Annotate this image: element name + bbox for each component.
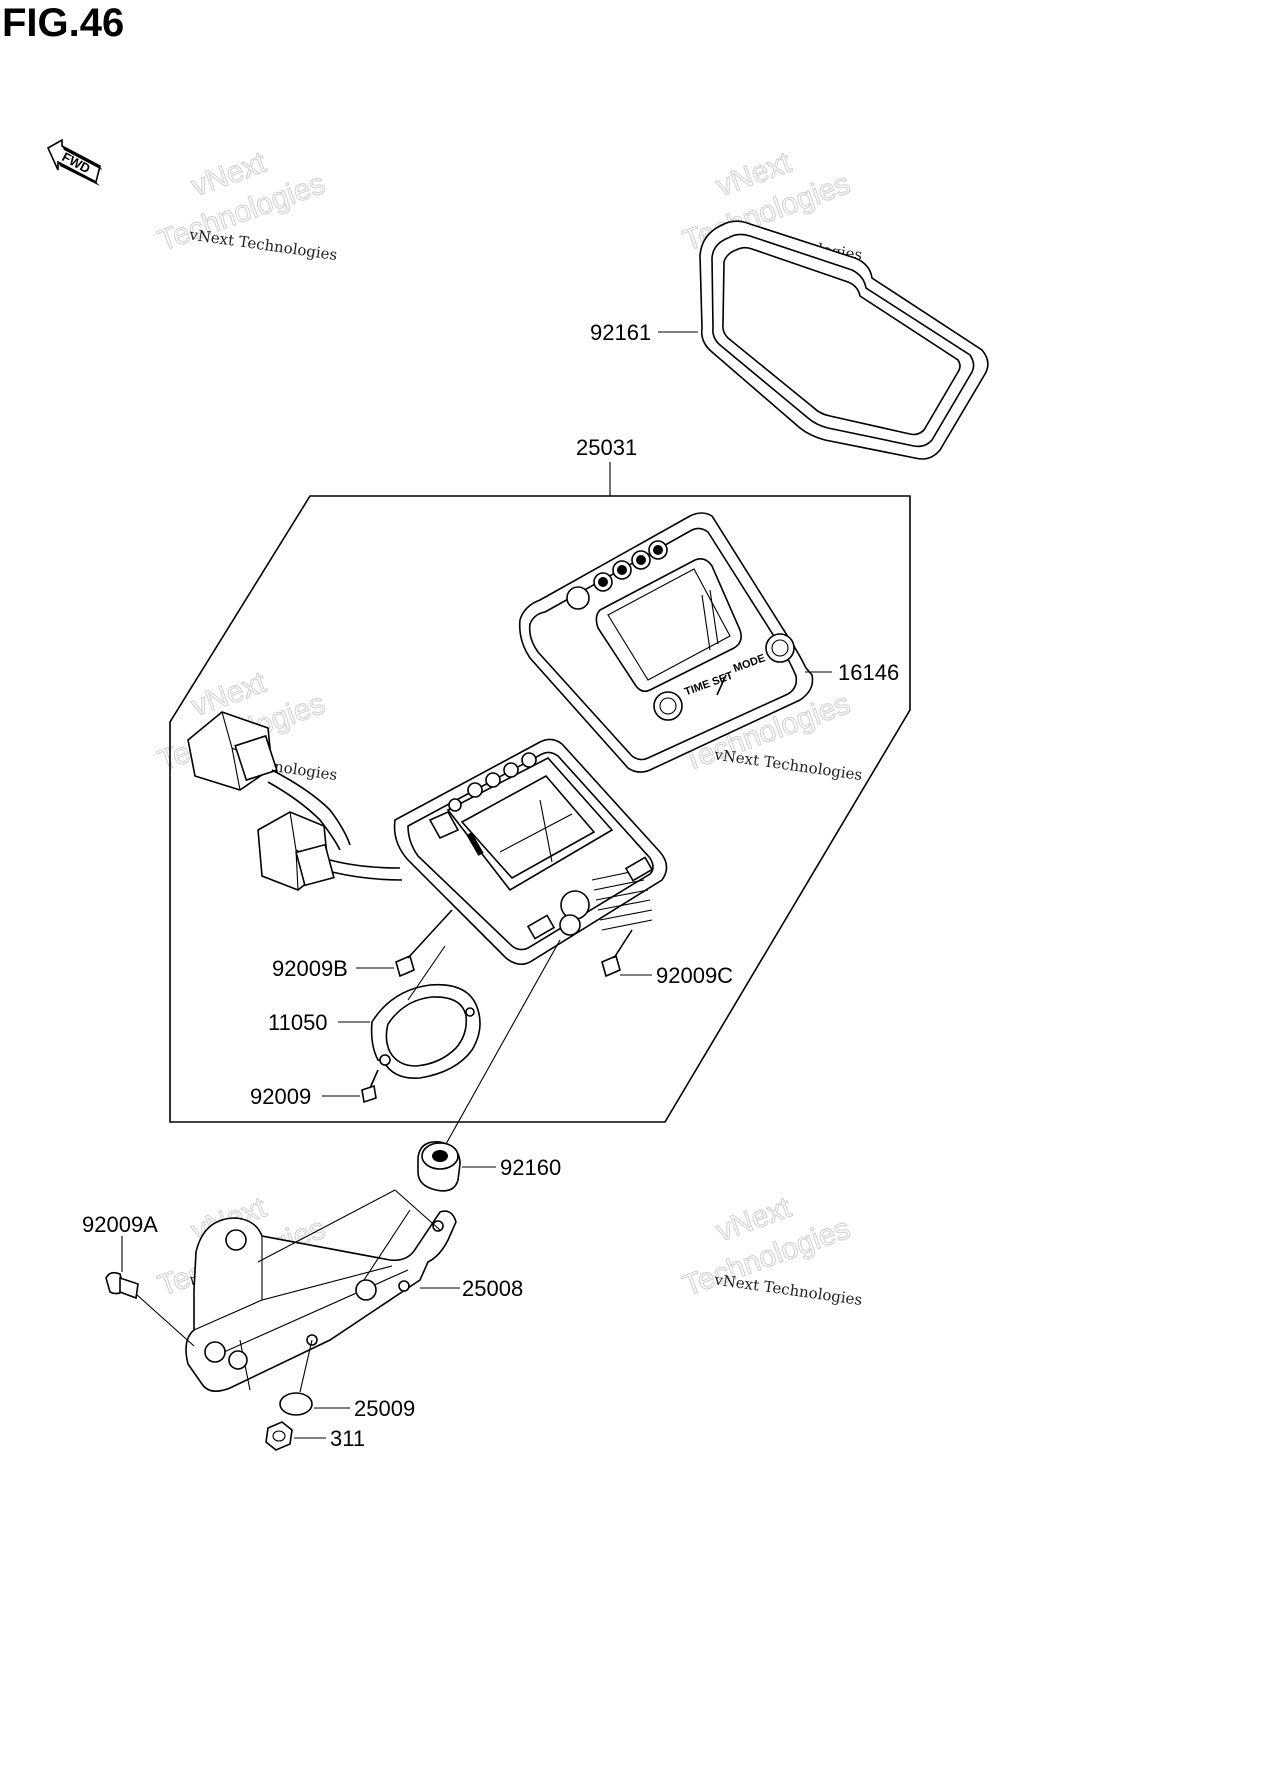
- part-wiring-harness: [187, 711, 403, 891]
- label-25031: 25031: [576, 435, 637, 460]
- label-92009A: 92009A: [82, 1212, 158, 1237]
- label-92161: 92161: [590, 320, 651, 345]
- label-16146: 16146: [838, 660, 899, 685]
- svg-text:vNext Technologies: vNext Technologies: [712, 745, 863, 784]
- part-92009A-bolt: [105, 1236, 195, 1347]
- label-92009B: 92009B: [272, 956, 348, 981]
- label-25008: 25008: [462, 1276, 523, 1301]
- part-92161-gasket: [699, 220, 989, 460]
- label-311: 311: [330, 1426, 365, 1451]
- assembly-frame-25031: [169, 495, 911, 1123]
- label-92009: 92009: [250, 1084, 311, 1109]
- part-25008-bracket: [185, 1189, 457, 1392]
- label-25009: 25009: [354, 1396, 415, 1421]
- svg-text:vNext Technologies: vNext Technologies: [187, 225, 338, 264]
- part-92009-screw: [361, 1069, 379, 1104]
- part-16146-meter-cover: MODE TIME SET: [518, 512, 814, 773]
- part-25009-washer: [279, 1339, 313, 1416]
- fwd-arrow-icon: FWD: [46, 138, 102, 186]
- label-92160: 92160: [500, 1155, 561, 1180]
- part-11050-ring: [370, 945, 481, 1079]
- part-92009C-screw: [601, 929, 633, 978]
- svg-text:vNext Technologies: vNext Technologies: [712, 1270, 863, 1309]
- part-meter-body: [393, 738, 668, 966]
- part-311-nut: [265, 1421, 293, 1451]
- part-92160-grommet: [417, 939, 561, 1192]
- figure-title: FIG.46: [2, 1, 124, 45]
- label-11050: 11050: [268, 1010, 328, 1035]
- label-92009C: 92009C: [656, 963, 733, 988]
- part-92009B-screw: [395, 909, 453, 978]
